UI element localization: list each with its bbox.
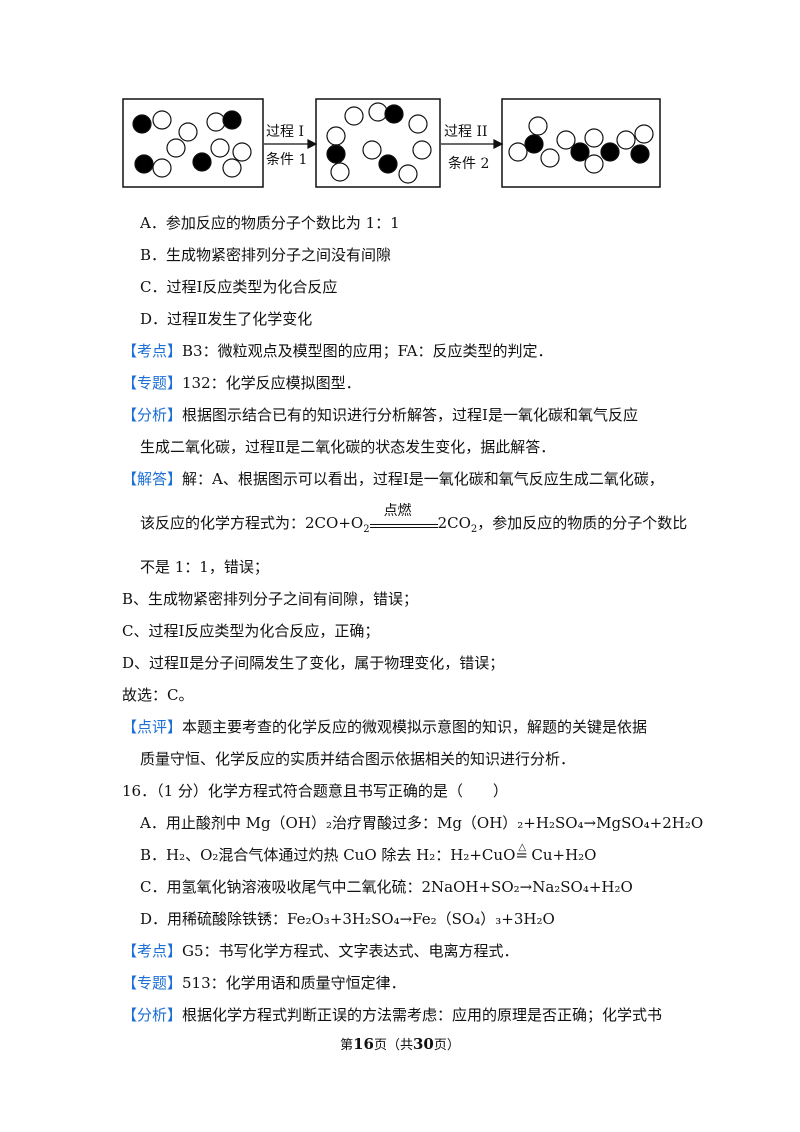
kaodian-text: B3：微粒观点及模型图的应用；FA：反应类型的判定． [182, 342, 553, 360]
o2-subscript: 2 [363, 524, 370, 535]
q15-zhuanti: 【专题】132：化学反应模拟图型． [122, 372, 361, 394]
ignition-label: 点燃 [383, 503, 412, 519]
jieda-text-1: 解：A、根据图示可以看出，过程Ⅰ是一氧化碳和氧气反应生成二氧化碳， [182, 470, 664, 488]
process1-label: 过程 I [266, 124, 304, 140]
q16-fenxi: 【分析】根据化学方程式判断正误的方法需考虑：应用的原理是否正确；化学式书 [122, 1004, 662, 1026]
q15-line-d: D、过程Ⅱ是分子间隔发生了变化，属于物理变化，错误； [122, 654, 505, 672]
q16-kaodian-tag: 【考点】 [122, 942, 183, 960]
q16-stem: 16．（1 分）化学方程式符合题意且书写正确的是（ ） [122, 782, 508, 800]
q15-option-c: C．过程Ⅰ反应类型为化合反应 [140, 278, 338, 296]
q16-option-b-pre: B．H₂、O₂混合气体通过灼热 CuO 除去 H₂：H₂+CuO [140, 846, 516, 864]
q16-fenxi-tag: 【分析】 [122, 1006, 183, 1024]
q16-option-c: C．用氢氧化钠溶液吸收尾气中二氧化硫：2NaOH+SO₂→Na₂SO₄+H₂O [140, 878, 633, 896]
process2-label: 过程 II [444, 124, 488, 140]
jieda-tag: 【解答】 [122, 470, 183, 488]
zhuanti-text: 132：化学反应模拟图型． [182, 374, 361, 392]
q16-kaodian: 【考点】G5：书写化学方程式、文字表达式、电离方程式． [122, 940, 519, 962]
q16-fenxi-text-1: 根据化学方程式判断正误的方法需考虑：应用的原理是否正确；化学式书 [182, 1006, 663, 1024]
q15-dianping: 【点评】本题主要考查的化学反应的微观模拟示意图的知识，解题的关键是依据 [122, 716, 647, 738]
kaodian-tag: 【考点】 [122, 342, 183, 360]
q15-kaodian: 【考点】B3：微粒观点及模型图的应用；FA：反应类型的判定． [122, 340, 553, 362]
q15-fenxi-2: 生成二氧化碳，过程Ⅱ是二氧化碳的状态发生变化，据此解答． [140, 438, 556, 456]
heat-condition: △= [515, 842, 531, 866]
arrow-1 [264, 139, 318, 149]
fenxi-text-1: 根据图示结合已有的知识进行分析解答，过程Ⅰ是一氧化碳和氧气反应 [182, 406, 638, 424]
dianping-text-1: 本题主要考查的化学反应的微观模拟示意图的知识，解题的关键是依据 [182, 718, 648, 736]
box-2-molecules [326, 102, 432, 184]
box-3-molecules [508, 116, 654, 174]
box-1-molecules [132, 110, 252, 178]
footer-pre: 第 [340, 1038, 354, 1053]
condition2-label: 条件 2 [448, 155, 489, 172]
q15-line-c: C、过程Ⅰ反应类型为化合反应，正确； [122, 622, 380, 640]
q15-option-d: D．过程Ⅱ发生了化学变化 [140, 310, 313, 328]
page-footer: 第16页（共30页） [0, 1034, 800, 1053]
arrow-2 [441, 139, 504, 149]
q15-option-b: B．生成物紧密排列分子之间没有间隙 [140, 246, 392, 264]
q15-fenxi: 【分析】根据图示结合已有的知识进行分析解答，过程Ⅰ是一氧化碳和氧气反应 [122, 404, 638, 426]
equation-pre: 该反应的化学方程式为：2CO+O [140, 514, 364, 532]
ignition-condition: 点燃 [369, 503, 438, 534]
co2-subscript: 2 [470, 524, 478, 535]
q16-option-d: D．用稀硫酸除铁锈：Fe₂O₃+3H₂SO₄→Fe₂（SO₄）₃+3H₂O [140, 910, 555, 928]
condition1-label: 条件 1 [266, 151, 307, 168]
q16-kaodian-text: G5：书写化学方程式、文字表达式、电离方程式． [182, 942, 519, 960]
q16-zhuanti-text: 513：化学用语和质量守恒定律． [182, 974, 406, 992]
footer-mid: 页（共 [373, 1038, 413, 1053]
q16-option-b-post: Cu+H₂O [531, 846, 597, 864]
q16-option-a: A．用止酸剂中 Mg（OH）₂治疗胃酸过多：Mg（OH）₂+H₂SO₄→MgSO… [140, 814, 704, 832]
q15-dianping-2: 质量守恒、化学反应的实质并结合图示依据相关的知识进行分析． [140, 750, 576, 768]
q16-zhuanti-tag: 【专题】 [122, 974, 183, 992]
footer-page-number: 16 [353, 1035, 374, 1053]
delta-symbol: △ [518, 842, 527, 853]
footer-total-pages: 30 [413, 1035, 434, 1053]
q15-line-b: B、生成物紧密排列分子之间有间隙，错误； [122, 590, 419, 608]
fenxi-tag: 【分析】 [122, 406, 183, 424]
zhuanti-tag: 【专题】 [122, 374, 183, 392]
dianping-tag: 【点评】 [122, 718, 183, 736]
equation-product: 2CO [437, 514, 471, 532]
q15-jieda: 【解答】解：A、根据图示可以看出，过程Ⅰ是一氧化碳和氧气反应生成二氧化碳， [122, 468, 664, 490]
q15-option-a: A．参加反应的物质分子个数比为 1：1 [140, 214, 400, 232]
q15-choice: 故选：C。 [122, 686, 194, 704]
q16-option-b: B．H₂、O₂混合气体通过灼热 CuO 除去 H₂：H₂+CuO△=Cu+H₂O [140, 842, 597, 866]
equation-tail: ，参加反应的物质的分子个数比 [477, 514, 688, 532]
footer-post: 页） [433, 1038, 460, 1053]
molecule-process-diagram: 过程 I 条件 1 过程 II 条件 2 [122, 98, 661, 188]
q16-zhuanti: 【专题】513：化学用语和质量守恒定律． [122, 972, 406, 994]
q15-jieda-3: 不是 1：1，错误； [140, 558, 269, 576]
